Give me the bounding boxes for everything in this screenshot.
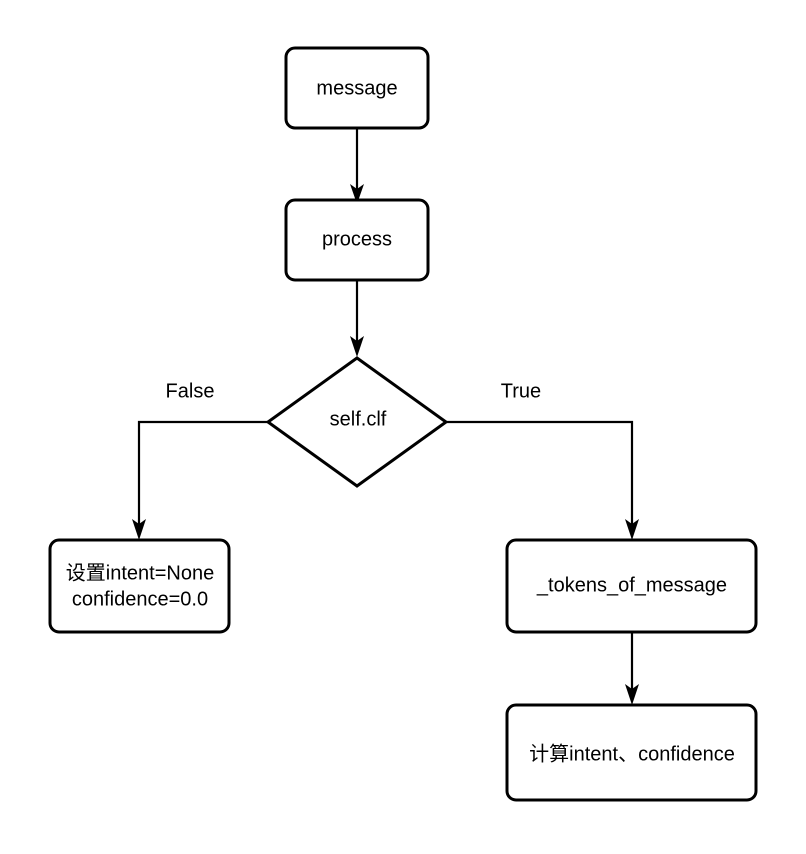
edge-tokens-to-compute <box>625 632 639 705</box>
node-tokens-of-message[interactable]: _tokens_of_message <box>505 538 758 634</box>
node-compute-intent-shape[interactable] <box>505 703 758 802</box>
node-set-intent-none-shape[interactable] <box>48 538 231 634</box>
edge-line <box>446 420 634 526</box>
arrowhead-icon <box>350 336 364 357</box>
arrowhead-icon <box>350 184 364 204</box>
node-process[interactable]: process <box>284 198 430 282</box>
node-process-shape[interactable] <box>284 198 430 282</box>
node-message[interactable]: message <box>284 46 430 130</box>
edge-process-to-self-clf <box>350 280 364 357</box>
arrowhead-icon <box>132 519 146 540</box>
edge-self-clf-false <box>132 420 268 540</box>
node-set-intent-none[interactable]: 设置intent=None confidence=0.0 <box>48 538 231 634</box>
node-self-clf-label: self.clf <box>330 408 387 430</box>
arrowhead-icon <box>625 519 639 540</box>
edge-line <box>137 420 268 526</box>
node-set-intent-none-label-line1: 设置intent=None <box>66 561 214 584</box>
node-compute-intent[interactable]: 计算intent、confidence <box>505 703 758 802</box>
node-set-intent-none-label-line2: confidence=0.0 <box>72 588 208 610</box>
node-tokens-of-message-label: _tokens_of_message <box>536 574 727 596</box>
edge-message-to-process <box>350 128 364 204</box>
node-process-label: process <box>322 228 392 250</box>
edge-label-true: True <box>501 380 541 402</box>
node-message-label: message <box>316 77 397 99</box>
node-self-clf-shape[interactable] <box>265 356 449 488</box>
node-compute-intent-label: 计算intent、confidence <box>529 742 735 765</box>
node-tokens-of-message-shape[interactable] <box>505 538 758 634</box>
edge-self-clf-true <box>446 420 639 540</box>
node-self-clf[interactable]: self.clf <box>265 356 449 488</box>
node-message-shape[interactable] <box>284 46 430 130</box>
edge-label-false: False <box>166 380 215 402</box>
arrowhead-icon <box>625 684 639 705</box>
